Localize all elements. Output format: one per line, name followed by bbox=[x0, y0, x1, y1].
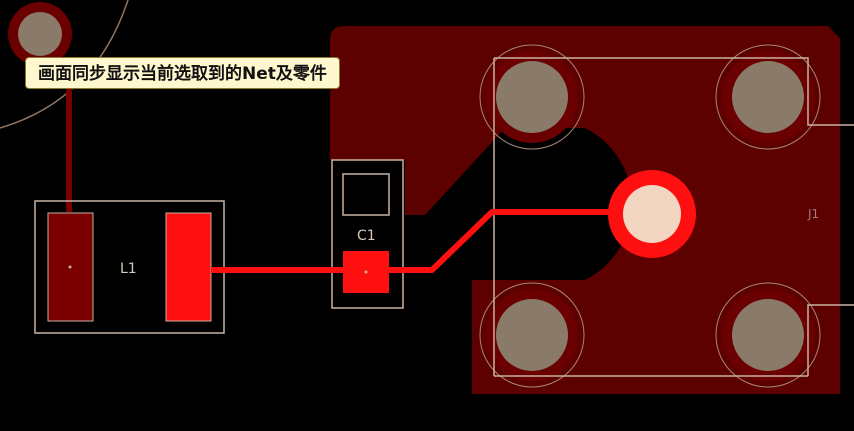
c1-designator: C1 bbox=[357, 228, 376, 244]
j1-silkscreen-outline bbox=[493, 57, 854, 377]
j1-hole-top-left bbox=[496, 61, 568, 133]
j1-ring-top-right bbox=[715, 44, 821, 150]
net-trace-c1-j1[interactable] bbox=[389, 209, 615, 273]
l1-pad-1-center-mark bbox=[68, 265, 72, 269]
j1-hole-bottom-left bbox=[496, 299, 568, 371]
j1-ring-bottom-left bbox=[479, 282, 585, 388]
j1-hole-bottom-right bbox=[732, 299, 804, 371]
l1-pad-2[interactable] bbox=[165, 212, 212, 322]
j1-designator: J1 bbox=[807, 207, 819, 221]
info-callout: 画面同步显示当前选取到的Net及零件 bbox=[25, 57, 340, 89]
c1-silkscreen-outline bbox=[331, 159, 404, 309]
j1-center-hole bbox=[623, 185, 681, 243]
j1-ring-top-left bbox=[479, 44, 585, 150]
j1-ring-bottom-right bbox=[715, 282, 821, 388]
c1-pad-2-center-mark bbox=[364, 270, 368, 274]
via-hole bbox=[18, 12, 62, 56]
c1-pad-1[interactable] bbox=[342, 173, 390, 216]
j1-hole-top-right bbox=[732, 61, 804, 133]
l1-designator: L1 bbox=[120, 261, 137, 277]
j1-copper-pour[interactable] bbox=[330, 26, 840, 394]
trace-via-to-l1[interactable] bbox=[66, 64, 72, 212]
